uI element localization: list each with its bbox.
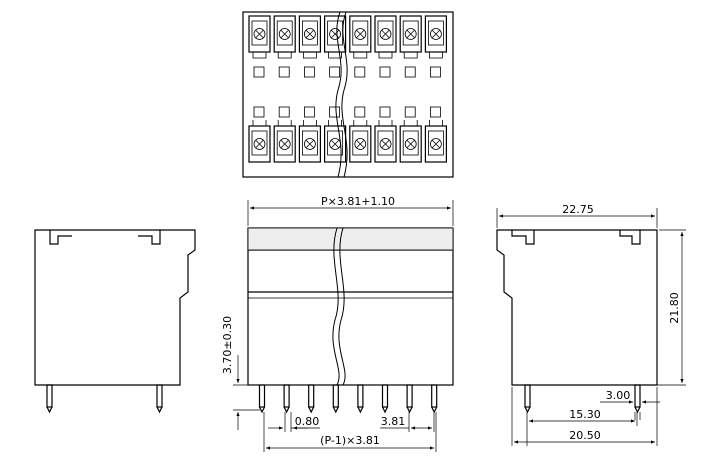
- terminal-cell: [374, 15, 397, 53]
- pin-width-label: 0.80: [295, 415, 320, 428]
- square-hole: [329, 106, 341, 118]
- pin: [332, 384, 339, 414]
- terminal-cell: [298, 125, 321, 163]
- pin: [381, 384, 389, 414]
- square-hole: [278, 106, 290, 118]
- square-hole: [429, 66, 441, 78]
- terminal-cell: [424, 15, 447, 53]
- side-pin-span-label: 15.30: [569, 408, 601, 421]
- pin: [431, 384, 438, 414]
- side-height-label: 21.80: [668, 292, 681, 324]
- pin-height-label: 3.70±0.30: [221, 316, 234, 374]
- square-hole: [429, 106, 441, 118]
- square-hole: [379, 66, 391, 78]
- terminal-cell: [349, 15, 372, 53]
- left-side-view: [34, 229, 196, 414]
- square-hole: [354, 106, 366, 118]
- pin: [283, 384, 290, 414]
- right-side-view: 22.75 21.80 3.00 15.30 20.50: [496, 203, 686, 446]
- top-view: [242, 11, 454, 178]
- pin: [308, 384, 315, 414]
- terminal-cell: [324, 125, 347, 163]
- terminal-cell: [374, 125, 397, 163]
- terminal-cell: [248, 125, 271, 163]
- front-width-label: P×3.81+1.10: [321, 195, 395, 208]
- pin: [357, 384, 364, 414]
- side-base-width-label: 20.50: [569, 429, 601, 442]
- terminal-cell: [424, 125, 447, 163]
- terminal-cell: [298, 15, 321, 53]
- side-top-width-label: 22.75: [562, 203, 594, 216]
- terminal-cell: [273, 15, 296, 53]
- pin-span-label: (P-1)×3.81: [320, 434, 380, 447]
- pitch-label: 3.81: [381, 415, 406, 428]
- square-hole: [278, 66, 290, 78]
- side-pin-offset-label: 3.00: [606, 389, 631, 402]
- square-hole: [253, 66, 265, 78]
- square-hole: [303, 66, 315, 78]
- front-view: P×3.81+1.10 3.70±0.30 0.80 3.81 (P-1)×3.…: [221, 195, 454, 452]
- pin: [406, 384, 413, 414]
- square-hole: [404, 106, 416, 118]
- terminal-cell: [248, 15, 271, 53]
- square-hole: [253, 106, 265, 118]
- square-hole: [404, 66, 416, 78]
- terminal-cell: [324, 15, 347, 53]
- terminal-cell: [273, 125, 296, 163]
- square-hole: [329, 66, 341, 78]
- square-hole: [303, 106, 315, 118]
- terminal-cell: [349, 125, 372, 163]
- square-hole: [379, 106, 391, 118]
- terminal-cell: [399, 125, 422, 163]
- square-hole: [354, 66, 366, 78]
- terminal-cell: [399, 15, 422, 53]
- pin: [258, 384, 266, 414]
